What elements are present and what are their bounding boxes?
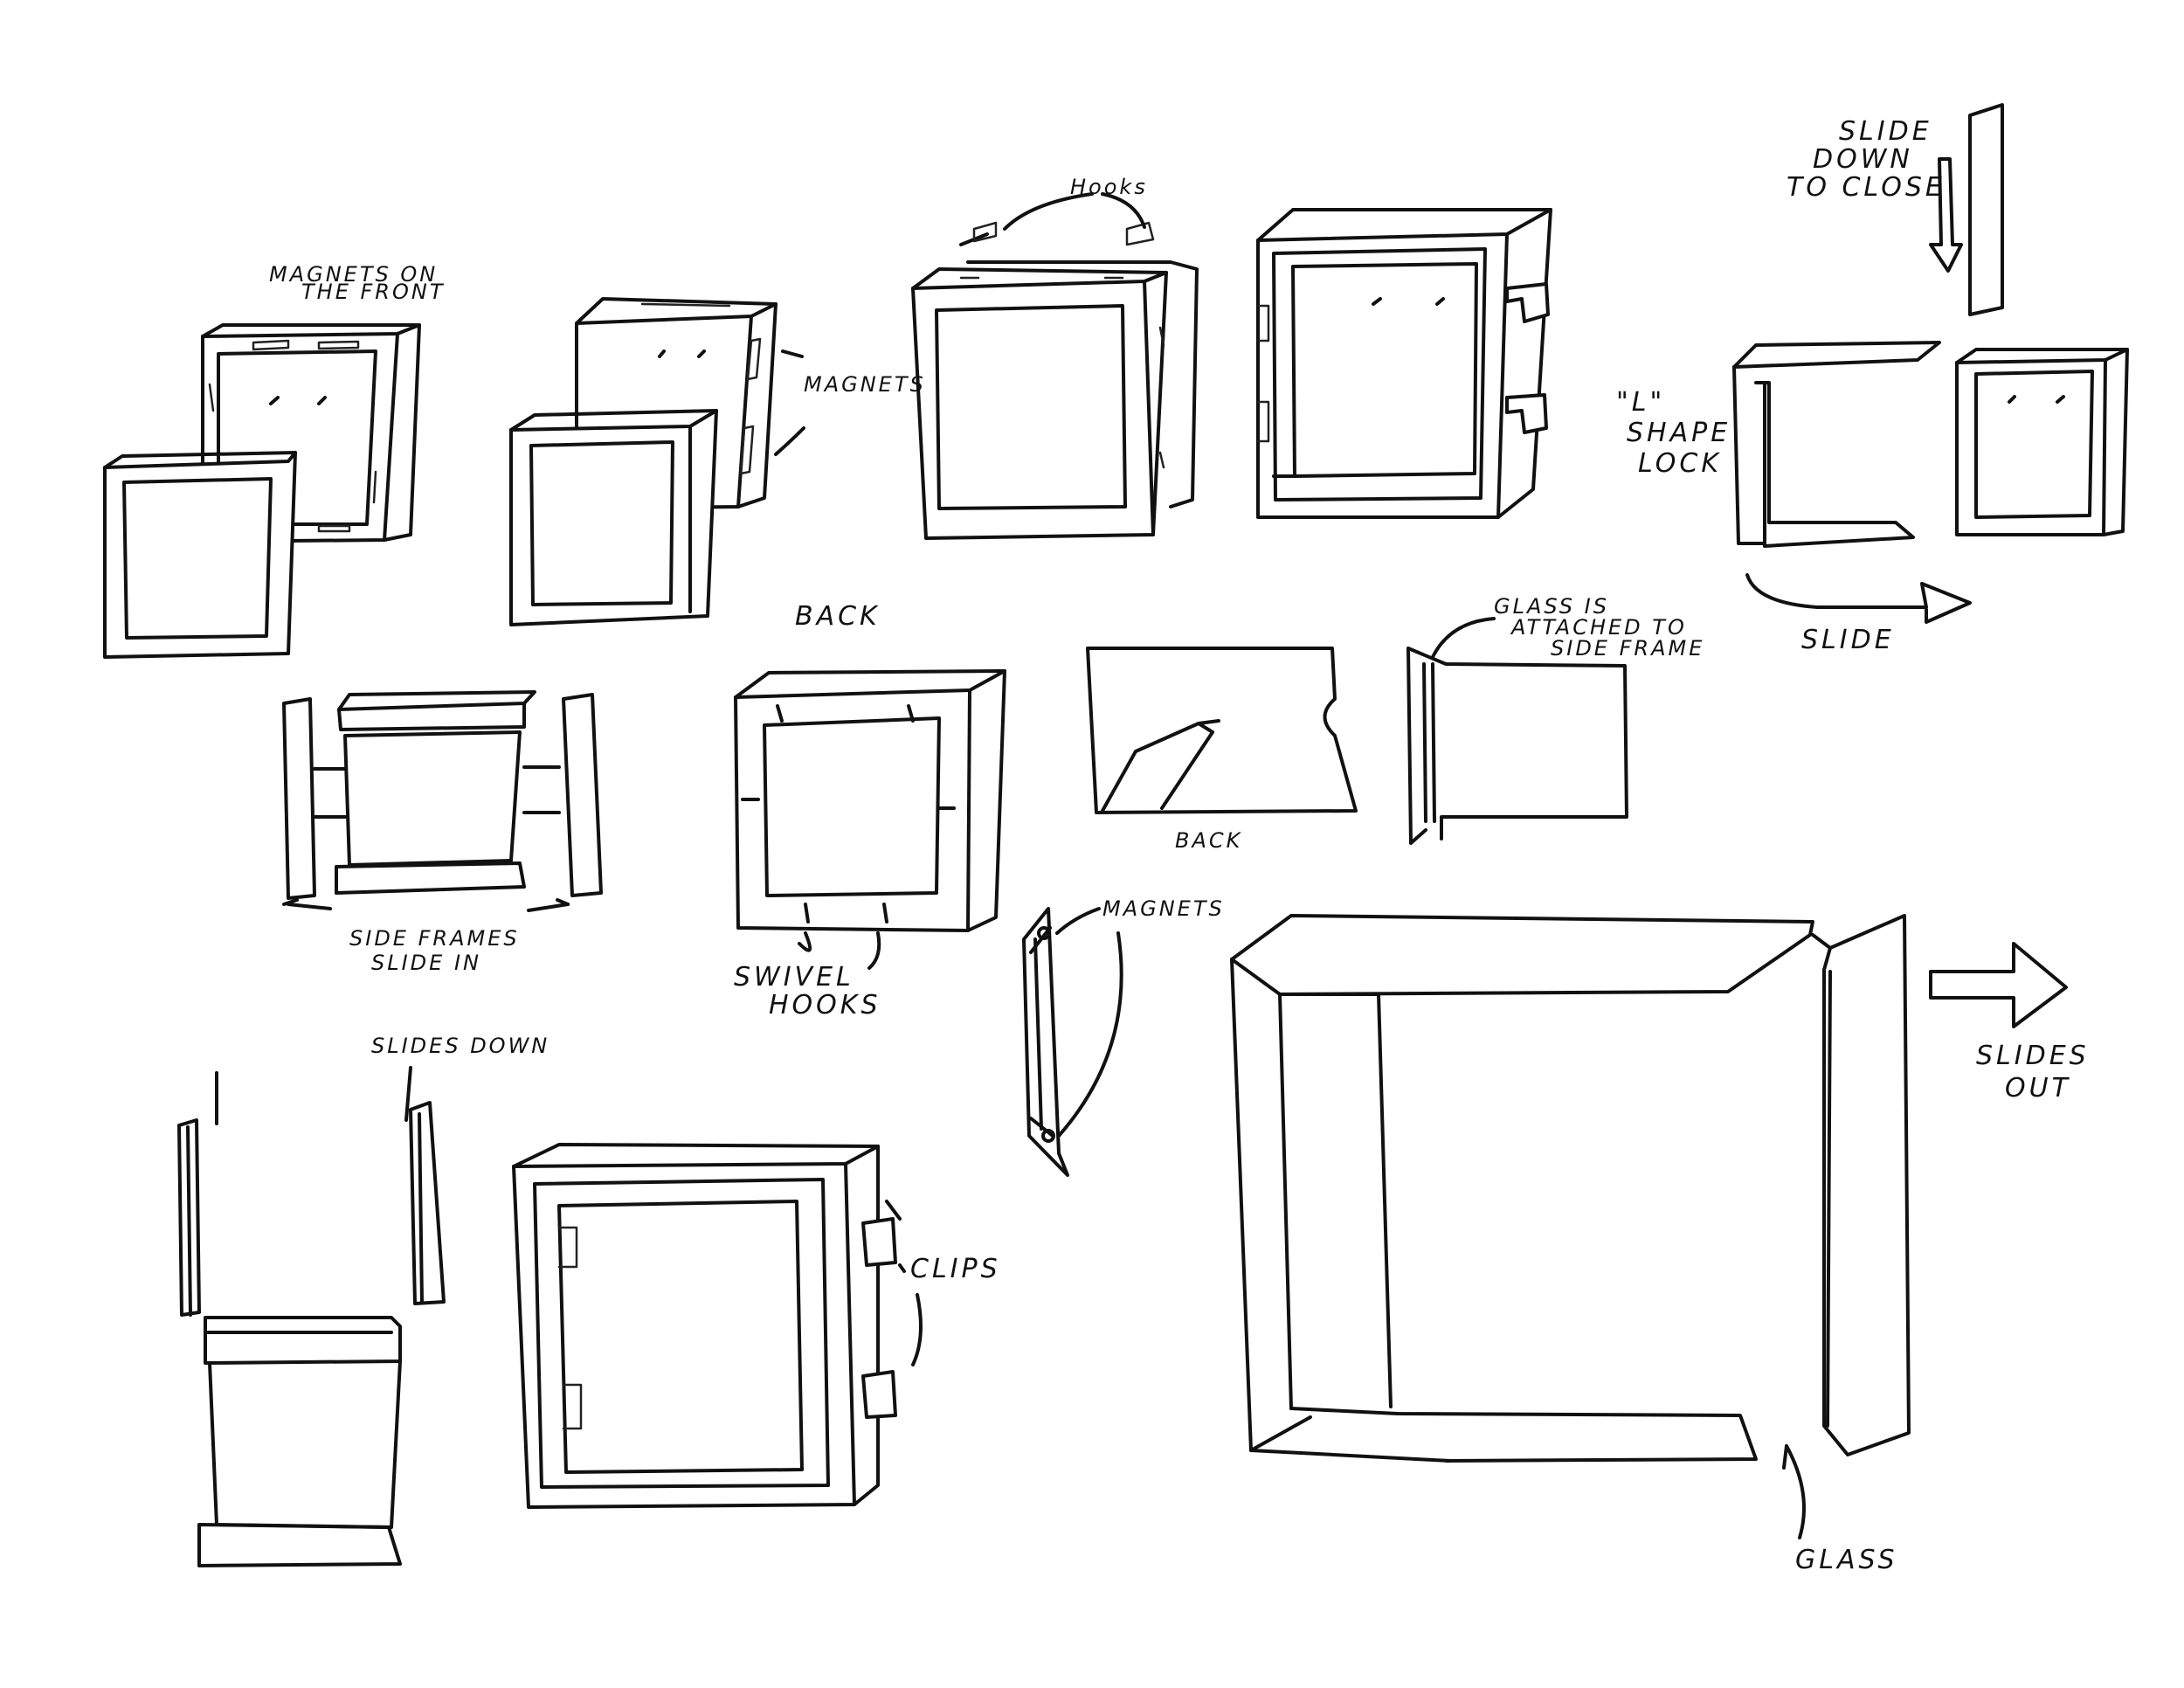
label-slides-down: SLIDES DOWN [371,1034,549,1058]
label-magnets: MAGNETS [804,372,926,397]
sketch-side-frames [282,690,603,912]
label-slides-out-2: OUT [2005,1073,2071,1103]
label-swivel-2: HOOKS [769,990,881,1020]
label-glass-attached-1: GLASS IS [1494,594,1609,619]
label-magnets-2: MAGNETS [1102,896,1225,921]
label-back-top: BACK [795,601,881,632]
label-clips: CLIPS [910,1254,1001,1284]
label-swivel-1: SWIVEL [734,962,854,993]
label-magnets-front-1: MAGNETS ON [269,262,438,287]
label-glass-attached-3: SIDE FRAME [1551,636,1704,661]
sketch-magnets-strip [1022,907,1123,1177]
sketch-back-panel [1086,647,1358,814]
label-glass: GLASS [1795,1545,1898,1575]
label-back-mid: BACK [1175,828,1242,853]
label-slide-down-3: TO CLOSE [1787,172,1946,203]
label-glass-attached-2: ATTACHED TO [1510,615,1687,640]
label-l-shape-3: LOCK [1638,448,1722,479]
label-slide: SLIDE [1801,625,1895,655]
label-slide-down-1: SLIDE [1839,116,1932,147]
sketch-back-swivel-hooks [734,669,1006,970]
sketch-clip-box [1256,208,1552,519]
label-side-frames-2: SLIDE IN [371,951,481,975]
label-l-shape-1: "L" [1616,387,1665,418]
sketch-glass-side-frame [1406,617,1628,845]
sketch-magnet-frame-pair [103,323,421,659]
sketch-hooks-box [911,192,1199,540]
label-side-frames-1: SIDE FRAMES [349,926,520,951]
label-hooks: Hooks [1070,175,1148,199]
label-slides-out-1: SLIDES [1976,1041,2090,1071]
sketch-large-frame [1230,914,2068,1539]
label-slide-down-2: DOWN [1813,144,1913,175]
sketch-l-shape-lock [1732,103,2129,624]
sketch-magnet-side-box [509,297,805,626]
label-magnets-front-2: THE FRONT [301,280,445,304]
sketch-slides-down [177,1066,446,1567]
label-l-shape-2: SHAPE [1627,418,1731,448]
sketch-clips-box [512,1143,923,1509]
